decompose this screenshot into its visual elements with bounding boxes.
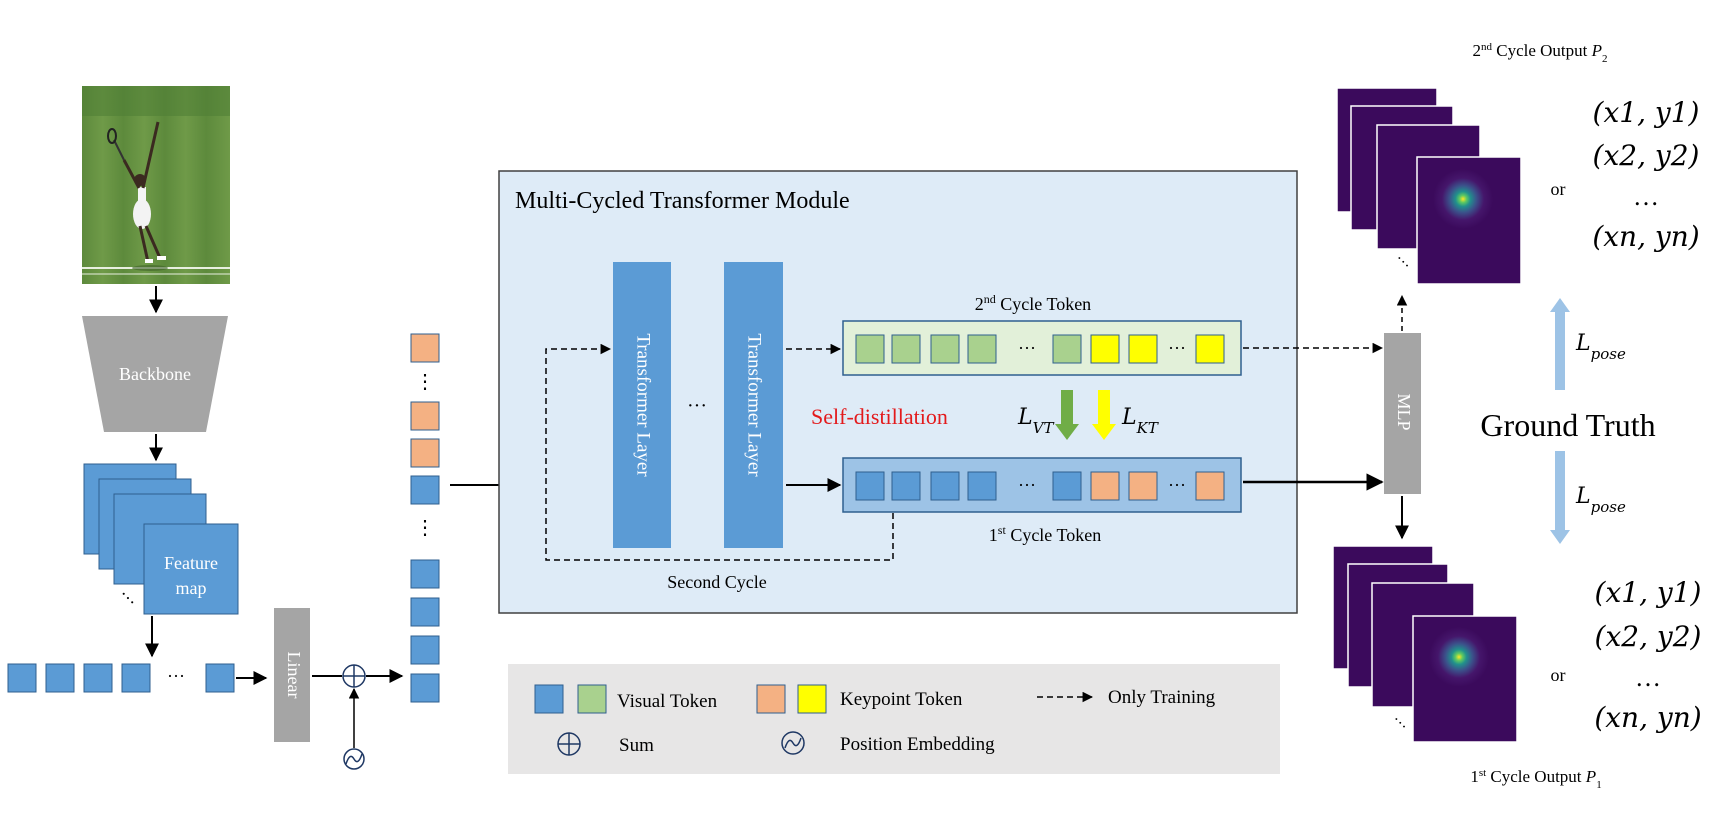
first-cycle-heatmaps: ··· xyxy=(1332,545,1518,743)
coordinates-top: (x1, y1) (x2, y2) … (xn, yn) xyxy=(1592,96,1699,253)
first-token-ellipsis-1: ··· xyxy=(1018,475,1036,495)
self-distillation-label: Self-distillation xyxy=(811,404,948,429)
first-cycle-output-label: 1st Cycle Output P1 xyxy=(1470,767,1601,791)
token-row-ellipsis: ··· xyxy=(167,666,185,686)
first-token-ellipsis-2: ··· xyxy=(1168,475,1186,495)
coord-top-4: (xn, yn) xyxy=(1592,220,1699,253)
second-cycle-output-label: 2nd Cycle Output P2 xyxy=(1472,41,1607,65)
legend-keypoint-yellow-swatch xyxy=(797,684,827,714)
coord-top-1: (x1, y1) xyxy=(1593,96,1700,129)
or-label-top: or xyxy=(1551,179,1566,199)
or-label-bottom: or xyxy=(1551,665,1566,685)
backbone: Backbone xyxy=(82,316,228,432)
legend-keypoint-orange-swatch xyxy=(756,684,786,714)
legend-only-training: Only Training xyxy=(1108,687,1216,708)
legend-keypoint-token: Keypoint Token xyxy=(840,689,963,710)
second-cycle-token-label: 2nd Cycle Token xyxy=(975,292,1091,314)
second-cycle-label: Second Cycle xyxy=(667,572,766,592)
heatmap-ellipsis-2: ··· xyxy=(1391,251,1414,274)
transformer-layer-2: Transformer Layer xyxy=(724,262,783,548)
second-token-ellipsis-2: ··· xyxy=(1168,338,1186,358)
loss-pose-top: Lpose xyxy=(1575,331,1626,363)
legend-sum: Sum xyxy=(619,735,654,756)
backbone-label: Backbone xyxy=(119,364,191,384)
transformer-layer-label-1: Transformer Layer xyxy=(633,333,654,477)
loss-vt-label: LVT xyxy=(1017,405,1054,437)
input-image xyxy=(82,86,230,284)
legend-position-embedding: Position Embedding xyxy=(840,734,995,755)
module-title: Multi-Cycled Transformer Module xyxy=(515,188,850,214)
legend-position-embedding-icon xyxy=(781,731,805,755)
legend-visual-green-swatch xyxy=(577,684,607,714)
loss-vt-arrow xyxy=(1055,390,1079,440)
column-ellipsis-1: ⋮ xyxy=(415,371,435,393)
feature-map-label-1: Feature xyxy=(164,553,218,573)
mlp-label: MLP xyxy=(1394,393,1414,430)
transformer-layer-1: Transformer Layer xyxy=(613,262,671,548)
coordinates-bottom: (x1, y1) (x2, y2) … (xn, yn) xyxy=(1594,576,1701,734)
first-cycle-token-bar: ··· ··· xyxy=(842,457,1242,513)
sum-node xyxy=(342,664,366,688)
feature-map-ellipsis: ··· xyxy=(115,585,142,612)
first-cycle-token-label: 1st Cycle Token xyxy=(989,523,1101,545)
mlp-block: MLP xyxy=(1384,333,1421,494)
coord-bottom-3: … xyxy=(1635,663,1661,692)
column-ellipsis-2: ⋮ xyxy=(415,517,435,539)
coord-bottom-2: (x2, y2) xyxy=(1595,620,1702,653)
legend-sum-icon xyxy=(557,732,581,756)
coord-bottom-4: (xn, yn) xyxy=(1594,701,1701,734)
token-column: ⋮ ⋮ xyxy=(410,333,440,703)
coord-top-2: (x2, y2) xyxy=(1593,139,1700,172)
second-cycle-heatmaps: ··· xyxy=(1336,87,1522,285)
legend: Visual Token Keypoint Token Only Trainin… xyxy=(508,664,1280,774)
transformer-layer-label-2: Transformer Layer xyxy=(744,333,765,477)
coord-top-3: … xyxy=(1633,182,1659,211)
legend-visual-blue-swatch xyxy=(534,684,564,714)
legend-visual-token: Visual Token xyxy=(617,691,718,712)
linear-label: Linear xyxy=(284,652,304,699)
ground-truth-label: Ground Truth xyxy=(1480,407,1655,443)
layers-ellipsis: ··· xyxy=(687,395,707,417)
flattened-tokens: ··· xyxy=(7,663,235,693)
heatmap-ellipsis-1: ··· xyxy=(1388,712,1411,735)
feature-map-label-2: map xyxy=(176,578,207,598)
second-token-ellipsis-1: ··· xyxy=(1018,338,1036,358)
pose-arrow-up xyxy=(1550,298,1570,390)
loss-kt-label: LKT xyxy=(1121,405,1159,437)
loss-kt-arrow xyxy=(1092,390,1116,440)
second-cycle-token-bar: ··· ··· xyxy=(842,320,1242,376)
linear-layer: Linear xyxy=(274,608,310,742)
loss-pose-bottom: Lpose xyxy=(1575,484,1626,516)
pose-arrow-down xyxy=(1550,451,1570,544)
coord-bottom-1: (x1, y1) xyxy=(1595,576,1702,609)
position-embedding-node xyxy=(343,748,365,770)
feature-maps: Feature map ··· xyxy=(83,463,239,615)
